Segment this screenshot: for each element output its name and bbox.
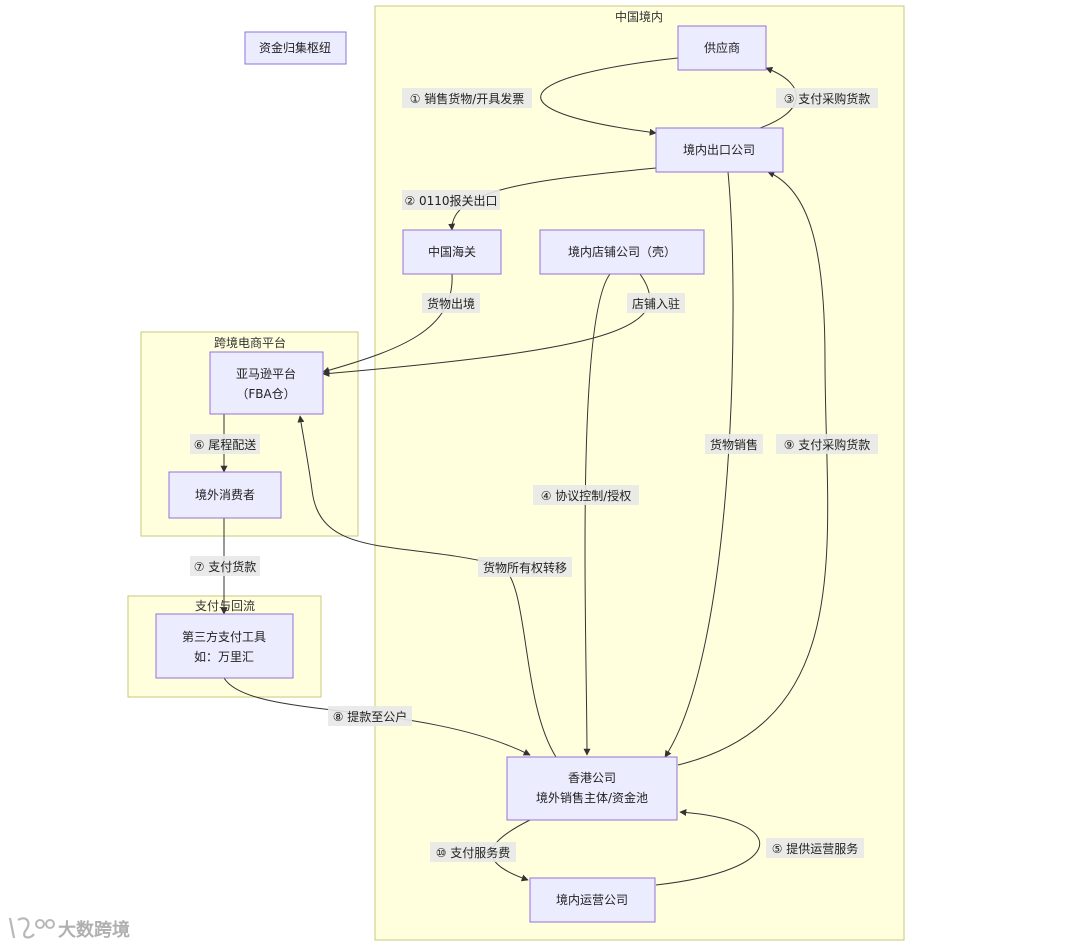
edge-ops-service	[655, 808, 760, 886]
node-ops-company: 境内运营公司	[529, 877, 656, 923]
svg-text:中国海关: 中国海关	[428, 244, 476, 259]
svg-text:资金归集枢纽: 资金归集枢纽	[259, 40, 331, 55]
cluster-domestic-title: 中国境内	[615, 9, 663, 24]
node-fund-hub: 资金归集枢纽	[244, 31, 347, 65]
node-overseas-consumer: 境外消费者	[168, 471, 282, 519]
svg-text:⑦ 支付货款: ⑦ 支付货款	[194, 559, 257, 574]
node-amazon-platform: 亚马逊平台 （FBA仓）	[209, 351, 324, 415]
watermark-text: 大数跨境	[58, 919, 130, 941]
node-export-company: 境内出口公司	[655, 127, 784, 173]
label-goods-sale: 货物销售	[705, 434, 763, 454]
svg-text:⑥ 尾程配送: ⑥ 尾程配送	[194, 437, 257, 452]
label-pay-goods: ⑦ 支付货款	[190, 556, 260, 576]
edge-goods-exit	[322, 273, 453, 374]
edge-labels: ① 销售货物/开具发票 ③ 支付采购货款 ② 0110报关出口 货物出境 店铺入…	[190, 88, 878, 862]
cluster-platform-title: 跨境电商平台	[214, 335, 286, 350]
watermark: 大数跨境	[8, 917, 130, 941]
nodes: 资金归集枢纽 供应商 境内出口公司 中国海关 境内店铺公司（壳） 亚马逊平台 （…	[155, 25, 784, 923]
svg-text:亚马逊平台: 亚马逊平台	[236, 366, 296, 381]
svg-text:⑨ 支付采购货款: ⑨ 支付采购货款	[784, 437, 871, 452]
edge-export-customs	[448, 167, 657, 231]
svg-text:香港公司: 香港公司	[568, 771, 616, 785]
svg-text:境内店铺公司（壳）: 境内店铺公司（壳）	[568, 244, 676, 259]
svg-text:⑧ 提款至公户: ⑧ 提款至公户	[333, 709, 408, 724]
svg-text:货物所有权转移: 货物所有权转移	[483, 560, 567, 575]
node-payment-tool: 第三方支付工具 如：万里汇	[155, 613, 294, 679]
svg-text:④ 协议控制/授权: ④ 协议控制/授权	[541, 488, 632, 503]
label-goods-exit: 货物出境	[422, 293, 480, 313]
svg-text:② 0110报关出口: ② 0110报关出口	[404, 193, 497, 208]
svg-text:③ 支付采购货款: ③ 支付采购货款	[784, 91, 871, 106]
svg-text:货物销售: 货物销售	[710, 437, 758, 452]
node-shop-company: 境内店铺公司（壳）	[539, 229, 705, 275]
svg-text:货物出境: 货物出境	[427, 296, 475, 311]
label-pay-supplier: ③ 支付采购货款	[776, 88, 878, 108]
label-ownership: 货物所有权转移	[478, 557, 572, 577]
label-shop-entry: 店铺入驻	[627, 293, 685, 313]
label-service-fee: ⑩ 支付服务费	[430, 842, 516, 862]
label-last-mile: ⑥ 尾程配送	[190, 434, 260, 454]
node-supplier: 供应商	[677, 25, 767, 71]
svg-text:店铺入驻: 店铺入驻	[632, 296, 680, 311]
label-export-customs: ② 0110报关出口	[402, 190, 500, 210]
label-pay-export-co: ⑨ 支付采购货款	[776, 434, 878, 454]
svg-text:① 销售货物/开具发票: ① 销售货物/开具发票	[410, 91, 525, 106]
cluster-payment-title: 支付与回流	[195, 599, 255, 613]
label-withdraw: ⑧ 提款至公户	[328, 706, 412, 726]
watermark-logo-icon	[8, 917, 55, 939]
node-hk-company: 香港公司 境外销售主体/资金池	[506, 756, 678, 821]
svg-text:境内运营公司: 境内运营公司	[556, 892, 628, 907]
svg-text:（FBA仓）: （FBA仓）	[236, 387, 295, 401]
node-customs: 中国海关	[402, 229, 502, 275]
svg-text:境外销售主体/资金池: 境外销售主体/资金池	[536, 790, 648, 805]
svg-text:⑩ 支付服务费: ⑩ 支付服务费	[436, 845, 511, 860]
svg-text:供应商: 供应商	[704, 40, 740, 55]
label-agreement-control: ④ 协议控制/授权	[533, 485, 639, 505]
svg-text:境内出口公司: 境内出口公司	[683, 142, 755, 157]
svg-text:第三方支付工具: 第三方支付工具	[182, 629, 266, 644]
edge-goods-sale	[664, 171, 734, 758]
svg-text:境外消费者: 境外消费者	[195, 487, 255, 502]
label-ops-service: ⑤ 提供运营服务	[766, 838, 864, 858]
svg-text:如：万里汇: 如：万里汇	[194, 649, 254, 664]
svg-text:⑤ 提供运营服务: ⑤ 提供运营服务	[772, 841, 859, 856]
edge-ownership	[297, 415, 557, 758]
edge-sale-invoice	[540, 57, 679, 136]
label-sale-invoice: ① 销售货物/开具发票	[402, 88, 532, 108]
